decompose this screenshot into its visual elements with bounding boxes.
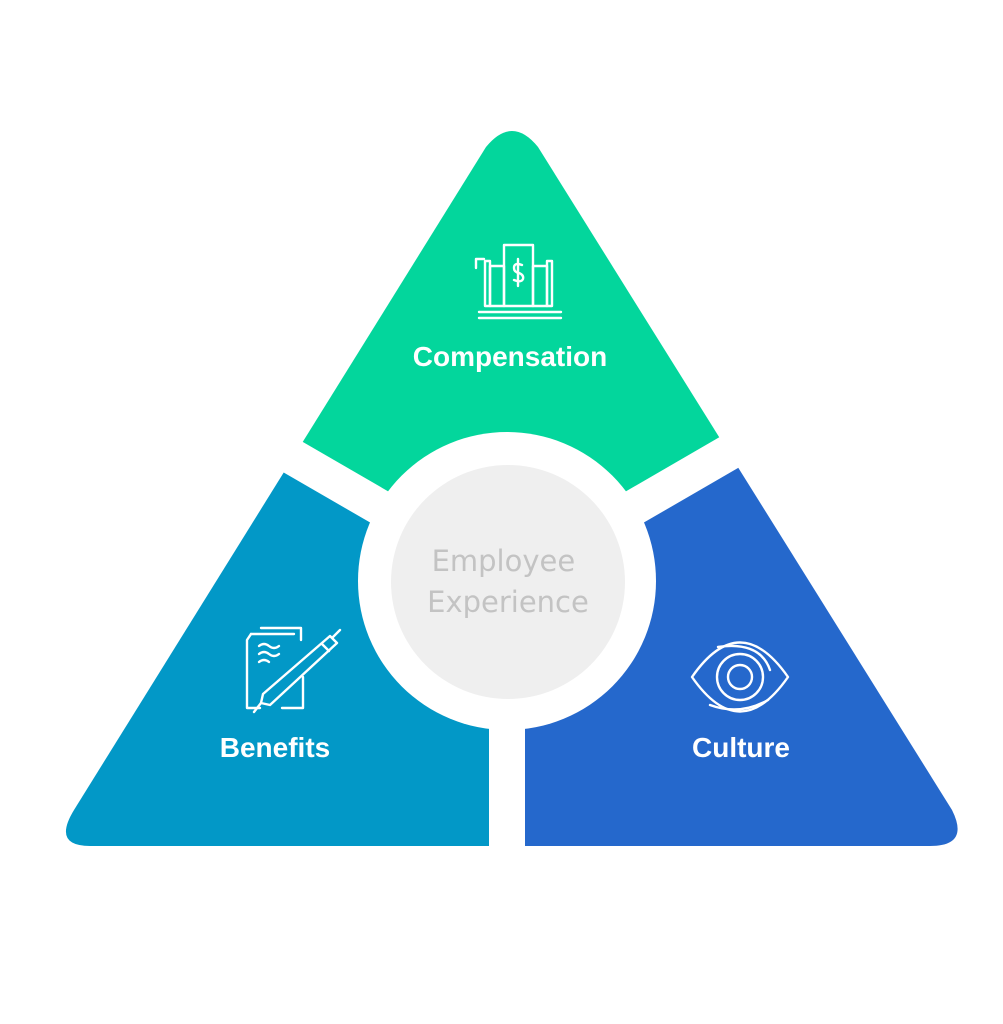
center-circle [391,465,625,699]
center-label-line-1: Employee [432,544,576,578]
culture-label: Culture [692,732,790,763]
center-label-line-2: Experience [427,585,589,619]
compensation-label: Compensation [413,341,607,372]
eye-icon [690,641,790,713]
money-building-icon [474,243,563,320]
document-pen-icon [245,626,342,714]
benefits-label: Benefits [220,732,330,763]
segment-compensation [248,131,766,581]
svg-text:Employee Experience: Employee Experience [427,544,589,619]
